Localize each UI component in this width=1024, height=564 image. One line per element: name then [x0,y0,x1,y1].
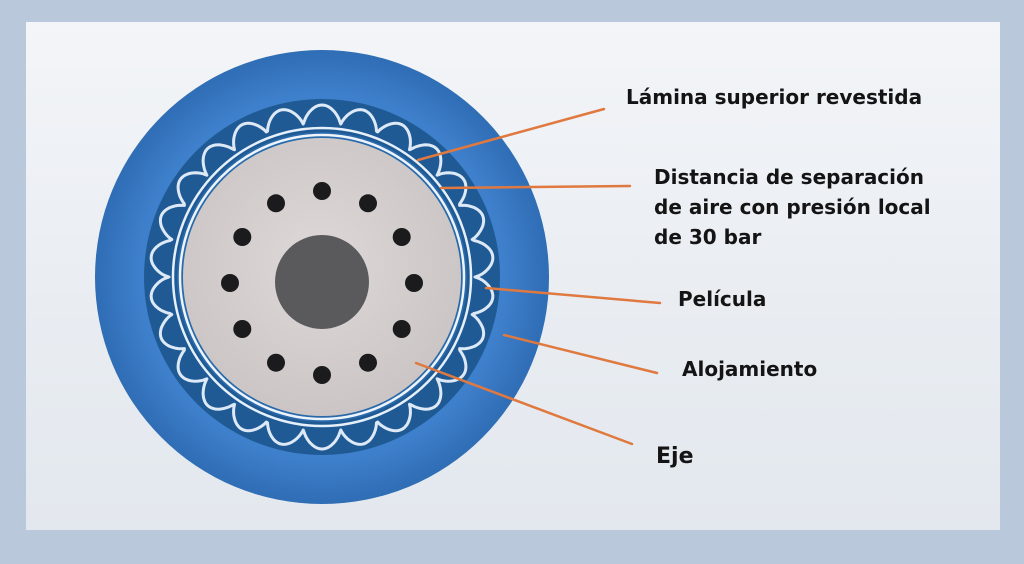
diagram-frame: Lámina superior revestida Distancia de s… [26,22,1000,530]
shaft-hole [313,182,331,200]
shaft-hole [233,228,252,246]
leader-alojamiento [502,333,659,375]
leader-distancia [439,184,632,190]
label-film: Película [678,287,767,311]
shaft-hole [359,194,377,213]
shaft-hole [267,194,285,213]
shaft-hole [392,228,411,246]
shaft-hole [313,366,331,384]
shaft-holes [221,182,423,384]
shaft-hole [233,320,252,338]
label-air-gap-line-1: Distancia de separación [654,165,924,189]
shaft-hole [221,274,239,292]
foil-bearing-diagram [95,50,662,504]
label-top-foil: Lámina superior revestida [626,85,923,109]
shaft-hole [405,274,423,292]
shaft-hole [392,320,411,338]
label-air-gap: Distancia de separación de aire con pres… [654,162,931,252]
label-air-gap-line-2: de aire con presión local [654,195,931,219]
shaft-hub [275,235,369,329]
label-housing: Alojamiento [682,357,818,381]
label-shaft: Eje [656,444,694,469]
top-foil-outer [171,126,473,428]
shaft-hole [359,353,377,372]
leader-eje [414,361,634,446]
leader-lines [414,107,662,446]
bump-foil [149,103,495,451]
leader-lamina [416,107,606,162]
leader-pelicula [484,286,662,305]
shaft-hole [267,353,285,372]
label-air-gap-line-3: de 30 bar [654,225,762,249]
top-foil-inner [178,133,466,421]
